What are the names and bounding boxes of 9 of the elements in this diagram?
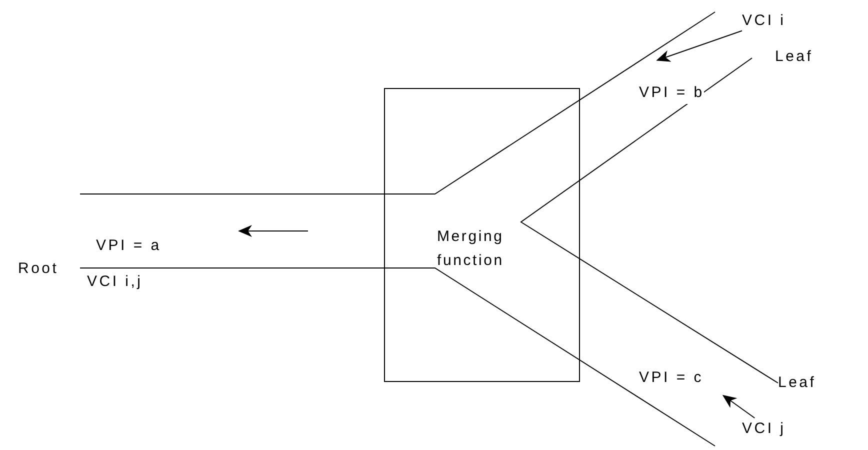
arrow [656, 30, 742, 62]
merging-function-box [384, 88, 580, 382]
node-text: VCI j [742, 418, 786, 440]
box-text: Merging function [437, 227, 505, 271]
node-text: VCI i [742, 10, 786, 32]
node-text: Leaf [778, 372, 816, 394]
node-text: Leaf [775, 46, 814, 68]
arrow [722, 394, 756, 418]
node-text: Root [18, 258, 59, 280]
